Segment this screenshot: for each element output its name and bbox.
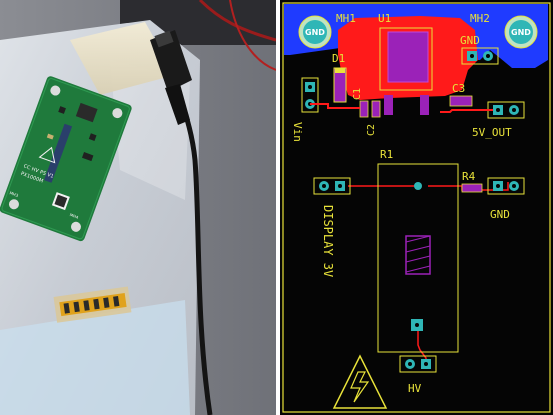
c1-designator: C1 [352,88,363,100]
u1-designator: U1 [378,12,391,25]
mh2-mounting-hole: GND [504,15,538,49]
board-silk-mh4: MH4 [69,212,80,220]
c1-capacitor [359,100,369,118]
mh1-mounting-hole: GND [298,15,332,49]
esd-bag-fold [0,300,190,415]
u1-regulator [379,27,433,115]
high-voltage-warning-icon [332,354,388,409]
mh1-pad-label: GND [305,28,325,37]
mh2-designator: MH2 [470,12,490,25]
c2-capacitor [371,100,381,118]
mh2-pad-label: GND [511,28,531,37]
c3-capacitor [449,95,473,107]
green-pcb: CC HV PS V1 PX1000M MH3 MH4 [0,76,132,242]
banana-plug [150,30,192,125]
pcb-layout-view: GND GND MH1 MH2 U1 D1 C1 C2 [280,0,553,415]
vin-label: Vin [291,122,304,142]
trace-out [440,109,493,113]
masking-tape [70,22,175,95]
top-gnd-label: GND [460,34,480,47]
mid-gnd-label: GND [490,208,510,221]
mid-gnd-connector [487,177,525,195]
c2-designator: C2 [366,124,377,136]
display-connector [313,177,351,195]
component-strip [53,286,132,323]
red-wire-2 [229,0,276,71]
r4-resistor [461,183,483,193]
trace-vin [310,103,360,109]
board-silk-mh3: MH3 [9,190,20,198]
red-wire [198,0,276,42]
top-gnd-connector [461,47,499,65]
r4-designator: R4 [462,170,476,183]
5v-out-label: 5V_OUT [472,126,512,139]
d1-designator: D1 [332,52,345,65]
hv-label: HV [408,382,422,395]
board-photo: CC HV PS V1 PX1000M MH3 MH4 [0,0,276,415]
d1-diode [333,67,347,103]
mh1-designator: MH1 [336,12,356,25]
c3-designator: C3 [452,82,465,95]
r1-designator: R1 [380,148,393,161]
display-label: DISPLAY 3V [321,205,335,277]
r1-resistor [377,163,459,353]
hv-connector [399,355,437,373]
